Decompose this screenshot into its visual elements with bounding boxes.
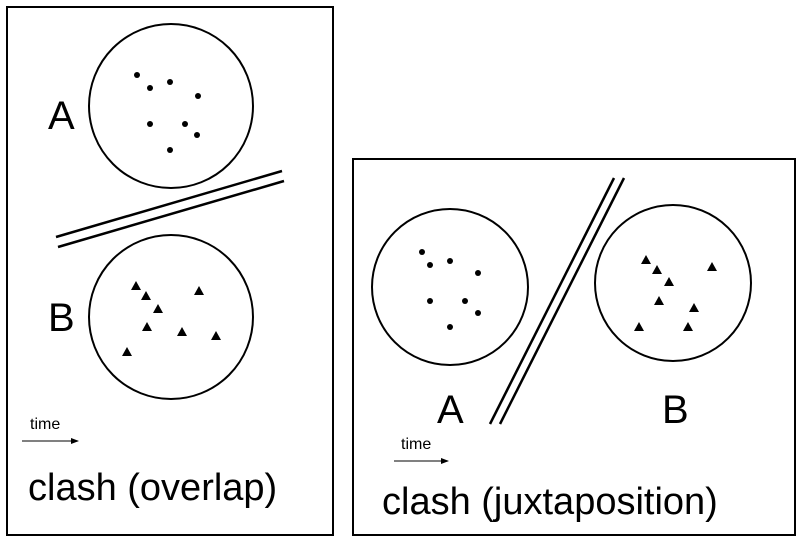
label-a-juxtaposition: A — [437, 388, 464, 432]
caption-juxtaposition: clash (juxtaposition) — [382, 481, 718, 523]
label-b-overlap: B — [48, 296, 75, 340]
label-b-juxtaposition: B — [662, 388, 689, 432]
label-a-overlap: A — [48, 94, 75, 138]
overlap-panel — [6, 6, 334, 536]
caption-overlap: clash (overlap) — [28, 467, 278, 509]
time-label-juxtaposition: time — [401, 436, 432, 453]
time-label-overlap: time — [30, 416, 61, 433]
juxtaposition-panel — [352, 158, 796, 536]
